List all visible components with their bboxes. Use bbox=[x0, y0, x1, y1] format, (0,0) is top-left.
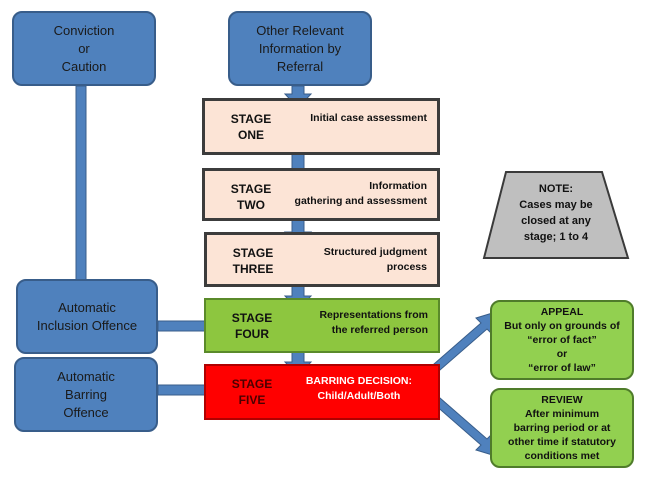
inclusion-label: Automatic Inclusion Offence bbox=[36, 299, 138, 333]
barring-label: Automatic Barring Offence bbox=[57, 368, 115, 420]
stage-one-name: STAGE ONE bbox=[230, 112, 272, 142]
stage-four-name: STAGE FOUR bbox=[231, 311, 273, 341]
stage-one-box: STAGE ONE Initial case assessment bbox=[202, 98, 440, 155]
referral-box: Other Relevant Information by Referral bbox=[228, 11, 372, 86]
stage-five-box: STAGE FIVE BARRING DECISION: Child/Adult… bbox=[204, 364, 440, 420]
review-box: REVIEW After minimum barring period or a… bbox=[490, 388, 634, 468]
stage-two-name: STAGE TWO bbox=[230, 182, 272, 212]
stage-two-box: STAGE TWO Information gathering and asse… bbox=[202, 168, 440, 221]
appeal-text: APPEAL But only on grounds of “error of … bbox=[504, 306, 620, 374]
referral-label: Other Relevant Information by Referral bbox=[256, 22, 344, 74]
stage-five-desc: BARRING DECISION: Child/Adult/Both bbox=[305, 375, 412, 402]
note-shape bbox=[482, 171, 630, 259]
stage-two-desc: Information gathering and assessment bbox=[294, 180, 427, 207]
note-text: NOTE: Cases may be closed at any stage; … bbox=[519, 183, 593, 243]
stage-four-desc: Representations from the referred person bbox=[319, 309, 428, 336]
appeal-box: APPEAL But only on grounds of “error of … bbox=[490, 300, 634, 380]
conviction-to-inclusion-bar bbox=[75, 85, 87, 281]
barring-box: Automatic Barring Offence bbox=[14, 357, 158, 432]
stage-one-desc: Initial case assessment bbox=[310, 112, 427, 124]
inclusion-box: Automatic Inclusion Offence bbox=[16, 279, 158, 354]
stage-three-box: STAGE THREE Structured judgment process bbox=[204, 232, 440, 287]
stage-five-to-review-arrow bbox=[433, 397, 500, 458]
stage-three-name: STAGE THREE bbox=[232, 246, 274, 276]
stage-four-box: STAGE FOUR Representations from the refe… bbox=[204, 298, 440, 353]
review-text: REVIEW After minimum barring period or a… bbox=[508, 394, 616, 462]
stage-five-name: STAGE FIVE bbox=[231, 377, 273, 407]
conviction-box: Conviction or Caution bbox=[12, 11, 156, 86]
conviction-label: Conviction or Caution bbox=[53, 22, 115, 74]
stage-three-desc: Structured judgment process bbox=[323, 246, 427, 273]
